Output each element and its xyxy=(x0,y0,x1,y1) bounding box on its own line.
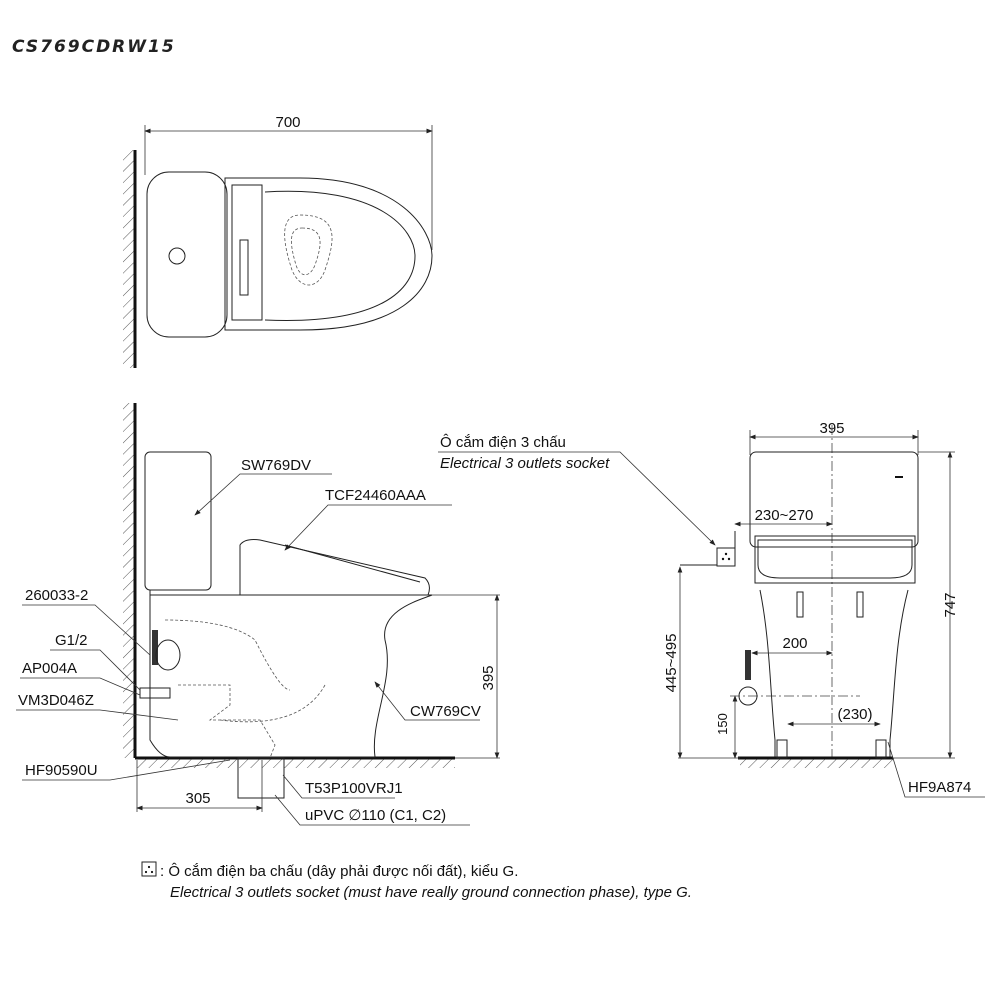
dim-bolt-spacing: (230) xyxy=(837,706,872,723)
notes: : Ô cắm điện ba chấu (dây phải được nối … xyxy=(141,861,692,901)
label-drain: T53P100VRJ1 xyxy=(305,780,403,797)
side-view: 395 305 SW769DV TCF24460AAA 260033-2 G1/… xyxy=(16,403,500,826)
bowl-side xyxy=(149,590,433,758)
dim-height-395: 395 xyxy=(480,665,497,690)
note-vi: : Ô cắm điện ba chấu (dây phải được nối … xyxy=(160,863,518,880)
label-seat: TCF24460AAA xyxy=(325,487,426,504)
socket-icon xyxy=(716,547,736,567)
top-view: 700 xyxy=(123,114,433,368)
drain-pipe xyxy=(237,757,285,799)
tank-front xyxy=(749,451,919,548)
dim-total-height: 747 xyxy=(942,592,959,617)
label-bolt: HF9A874 xyxy=(908,779,971,796)
model-title: CS769CDRW15 xyxy=(12,37,176,57)
dim-supply-height: 150 xyxy=(715,713,730,735)
seat-side xyxy=(239,539,430,596)
dim-rough-in-305: 305 xyxy=(185,790,210,807)
front-view: 395 230~270 200 (230) 445~495 150 747 xyxy=(663,420,985,798)
label-flange: HF90590U xyxy=(25,762,98,779)
label-valve: AP004A xyxy=(22,660,77,677)
label-hose: 260033-2 xyxy=(25,587,88,604)
label-tank: SW769DV xyxy=(241,457,311,474)
tank-top xyxy=(146,171,228,338)
dim-width-700: 700 xyxy=(275,114,300,131)
dim-socket-height: 445~495 xyxy=(663,634,680,693)
dim-socket-offset: 230~270 xyxy=(755,507,814,524)
label-pipe: uPVC ∅110 (C1, C2) xyxy=(305,807,446,824)
dim-supply-offset: 200 xyxy=(782,635,807,652)
socket-label-vi: Ô cắm điện 3 chấu xyxy=(440,434,566,451)
note-en: Electrical 3 outlets socket (must have r… xyxy=(170,884,692,901)
bowl-top xyxy=(224,177,433,331)
label-bowl: CW769CV xyxy=(410,703,481,720)
socket-label-en: Electrical 3 outlets socket xyxy=(440,455,610,472)
label-supply: VM3D046Z xyxy=(18,692,94,709)
seat-front xyxy=(754,535,916,584)
tank-side xyxy=(144,451,212,591)
dim-front-width-395: 395 xyxy=(819,420,844,437)
label-thread: G1/2 xyxy=(55,632,88,649)
wall-hatch xyxy=(123,150,135,368)
flush-button xyxy=(168,247,186,265)
socket-legend-icon xyxy=(141,861,157,877)
